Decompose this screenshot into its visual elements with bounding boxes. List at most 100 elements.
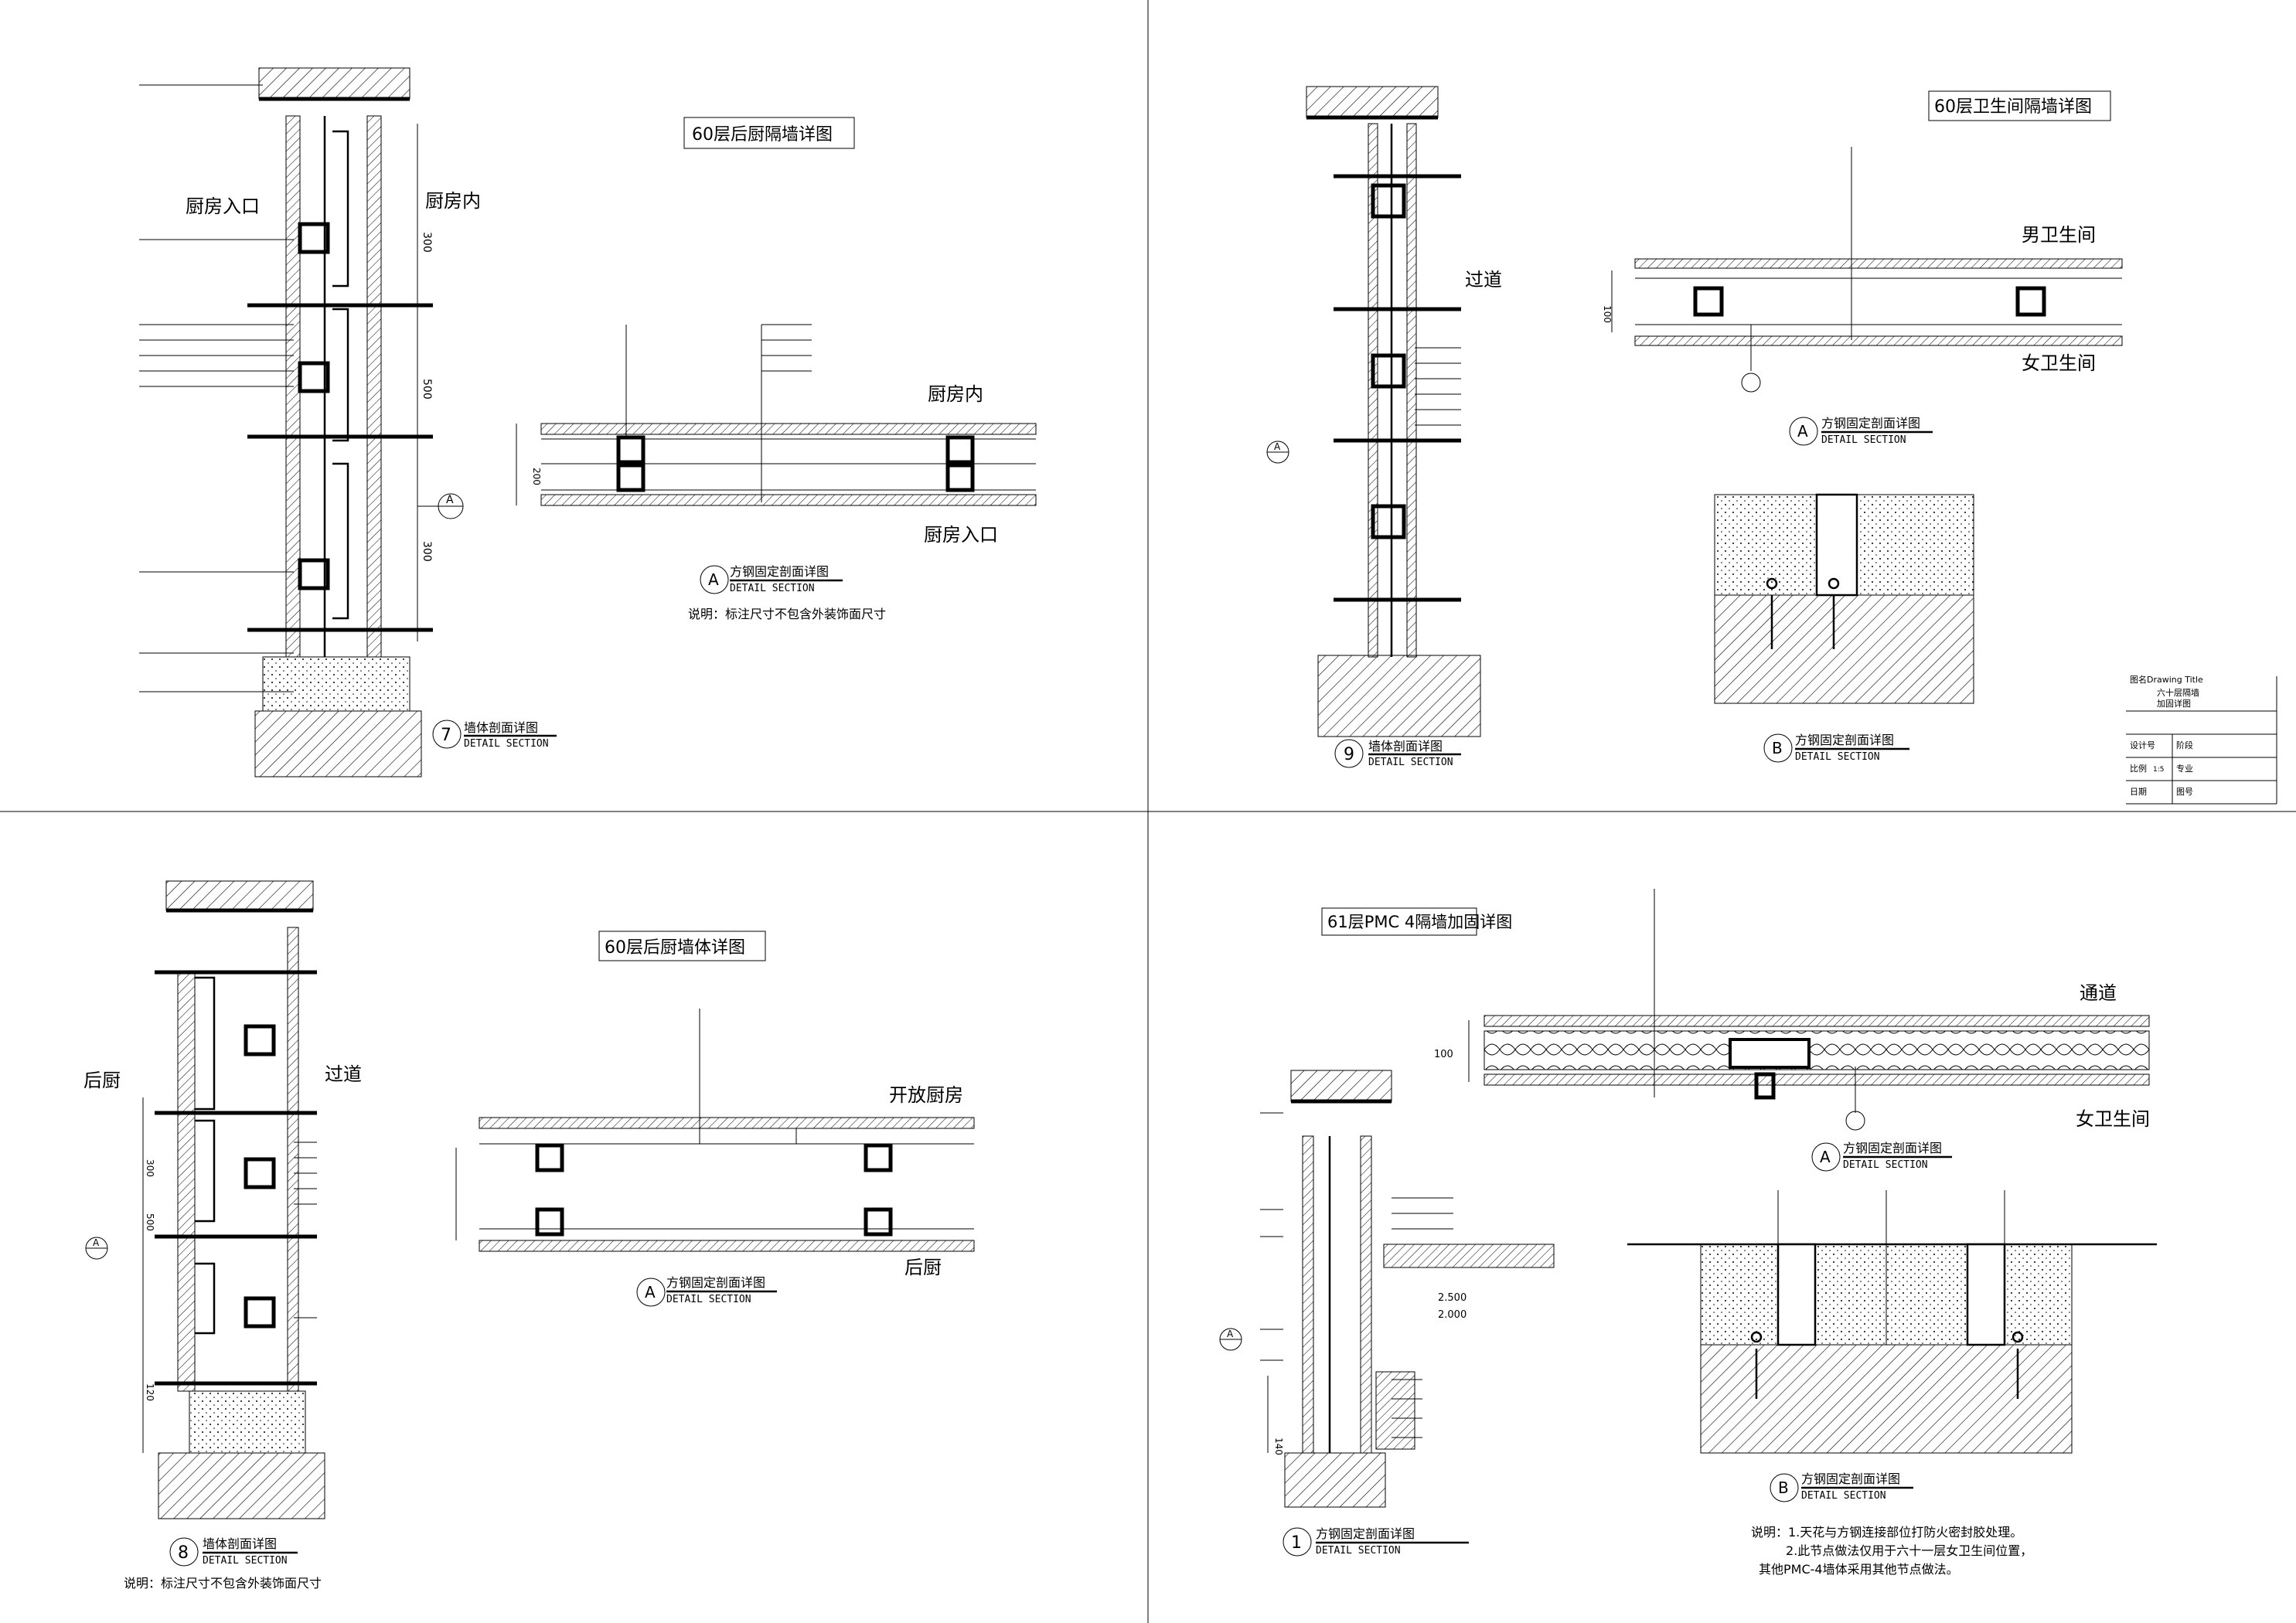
detail-b-circle: [1770, 1473, 1799, 1502]
tb-drawing-title-1: 六十层隔墙: [2157, 687, 2199, 698]
panel-title: 60层卫生间隔墙详图: [1934, 97, 2092, 117]
detail-a-letter: A: [1797, 422, 1808, 441]
detail-b-letter: B: [1778, 1478, 1789, 1497]
room-label-back-kitchen: 后厨: [83, 1070, 121, 1091]
detail-9-circle: [1334, 739, 1364, 768]
detail-a-name: 方钢固定剖面详图: [730, 564, 829, 579]
detail-a-name: 方钢固定剖面详图: [666, 1275, 765, 1290]
plan-board-top: [1484, 1015, 2150, 1027]
detail-7-en: DETAIL SECTION: [464, 738, 549, 750]
panel-title: 60层后厨墙体详图: [605, 938, 745, 958]
note-line-3: 其他PMC-4墙体采用其他节点做法。: [1759, 1562, 1959, 1577]
room-label-corridor: 过道: [325, 1063, 362, 1085]
panel-top-left: 300 500 300 厨房入口 厨房内 A 7 墙体剖面详图 DETAIL S…: [139, 67, 1037, 777]
square-steel-tube: [1371, 504, 1406, 539]
detail-7-circle: [432, 720, 462, 749]
detail-8-en: DETAIL SECTION: [203, 1555, 288, 1567]
detail-1-circle: [1283, 1527, 1312, 1557]
detail-1-number: 1: [1291, 1533, 1302, 1553]
room-label-women: 女卫生间: [2076, 1108, 2150, 1130]
plan-dim: 100: [1434, 1049, 1453, 1060]
ceiling-slab: [165, 880, 314, 911]
panel-title: 61层PMC 4隔墙加固详图: [1327, 913, 1512, 931]
dim-300b: 300: [421, 541, 433, 562]
dim-300: 300: [145, 1159, 155, 1177]
floor-slab: [158, 1452, 325, 1519]
detail-a-circle: [700, 565, 729, 594]
floor-slab: [1317, 655, 1481, 737]
plan-board-bottom: [540, 494, 1037, 506]
floor-slab: [254, 710, 422, 777]
title-block: 图名Drawing Title 六十层隔墙 加固详图 设计号 阶段 比例 1:5…: [2126, 674, 2277, 805]
detail-9-name: 墙体剖面详图: [1368, 739, 1443, 754]
detail-1-name: 方钢固定剖面详图: [1316, 1526, 1415, 1541]
room-label-corridor: 通道: [2080, 982, 2117, 1004]
detail-b-en: DETAIL SECTION: [1795, 751, 1880, 763]
square-steel-tube: [1371, 353, 1406, 389]
detail-b-name: 方钢固定剖面详图: [1801, 1472, 1900, 1486]
square-steel-tube: [244, 1296, 276, 1329]
panel-bottom-right: 61层PMC 4隔墙加固详图 100 通道 女卫生间 A 方钢固定剖面详图 DE…: [1219, 889, 2157, 1577]
detail-9-en: DETAIL SECTION: [1368, 757, 1453, 768]
title-box: [1321, 907, 1477, 936]
detail-a-name: 方钢固定剖面详图: [1843, 1141, 1942, 1155]
detail-a-letter: A: [645, 1283, 656, 1301]
level-2000: 2.000: [1438, 1309, 1467, 1321]
room-label-men: 男卫生间: [2022, 224, 2096, 246]
plan-board-bottom: [1634, 335, 2123, 346]
detail-a-letter: A: [1820, 1148, 1831, 1166]
tb-date-label: 日期: [2130, 787, 2147, 797]
dim-500: 500: [145, 1213, 155, 1231]
note-line-2: 2.此节点做法仅用于六十一层女卫生间位置，: [1786, 1543, 2032, 1558]
tb-drawing-title-2: 加固详图: [2157, 698, 2191, 709]
plan-room-top: 厨房内: [928, 383, 983, 405]
detail-a-en: DETAIL SECTION: [1843, 1159, 1928, 1171]
detail-a-letter: A: [708, 570, 719, 589]
callout-a-label: A: [93, 1237, 100, 1248]
tb-drawing-no-label: 图号: [2176, 787, 2193, 797]
panel-note: 说明：标注尺寸不包含外装饰面尺寸: [688, 607, 886, 621]
square-steel-tube: [244, 1157, 276, 1189]
insulation-layer: [1484, 1030, 2150, 1070]
tb-designer-value: 阶段: [2176, 740, 2193, 750]
detail-a-en: DETAIL SECTION: [730, 583, 815, 594]
ceiling-slab: [1306, 86, 1439, 118]
plan-dim: 200: [531, 468, 542, 485]
square-steel-tube: [298, 361, 330, 393]
note-line-1: 说明：1.天花与方钢连接部位打防火密封胶处理。: [1751, 1525, 2022, 1540]
detail-9-number: 9: [1344, 745, 1354, 764]
level-2500: 2.500: [1438, 1292, 1467, 1304]
detail-a-circle: [1811, 1142, 1841, 1172]
panel-title: 60层后厨隔墙详图: [692, 125, 833, 145]
square-steel-tube: [298, 222, 330, 254]
square-steel-tube: [298, 558, 330, 590]
dim-300: 300: [421, 232, 433, 253]
title-box: [598, 931, 766, 961]
ceiling-slab: [1290, 1070, 1392, 1102]
panel-top-right: 过道 A 9 墙体剖面详图 DETAIL SECTION 60层卫生间隔墙详图 …: [1266, 86, 2277, 805]
detail-a-circle: [636, 1278, 666, 1307]
detail-a-circle: [1789, 417, 1818, 446]
tb-scale-label: 比例: [2130, 763, 2147, 774]
detail-b-circle: [1763, 733, 1793, 763]
gypsum-board-right: [366, 115, 382, 658]
square-steel-tube: [1371, 183, 1406, 219]
tb-major-label: 专业: [2176, 763, 2193, 774]
detail-b-lower: [1714, 594, 1974, 704]
plan-room-bottom: 后厨: [904, 1257, 942, 1278]
callout-a-label: A: [1227, 1329, 1234, 1339]
room-label-women: 女卫生间: [2022, 352, 2096, 374]
detail-b-letter: B: [1772, 739, 1783, 757]
detail-b-en: DETAIL SECTION: [1801, 1490, 1886, 1502]
room-label-corridor: 过道: [1465, 269, 1502, 291]
dim-500: 500: [421, 379, 433, 400]
plan-room-bottom: 厨房入口: [924, 524, 998, 546]
detail-a-en: DETAIL SECTION: [666, 1294, 751, 1305]
plan-board-top: [1634, 258, 2123, 269]
detail-a-en: DETAIL SECTION: [1821, 434, 1906, 446]
tb-scale-value: 1:5: [2153, 766, 2164, 774]
square-steel-tube: [244, 1024, 276, 1056]
dim-left: 140: [1273, 1438, 1284, 1455]
plan-board-bottom: [1484, 1073, 2150, 1086]
